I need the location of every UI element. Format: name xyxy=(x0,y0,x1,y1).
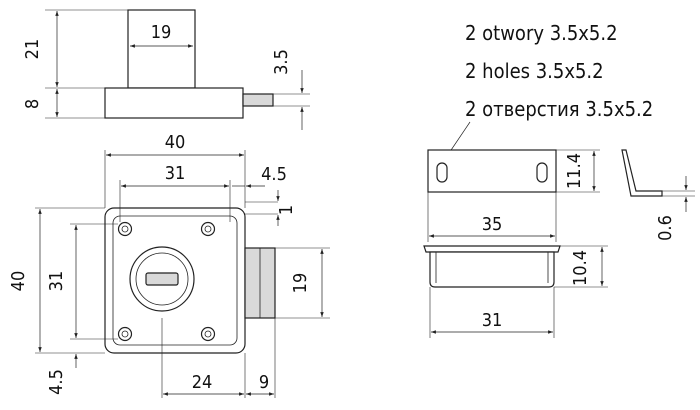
note-russian: 2 отверстия 3.5x5.2 xyxy=(465,97,653,121)
dim-label-overall-height: 40 xyxy=(8,271,29,292)
strike-plate xyxy=(427,149,557,193)
dim-label-body-height: 8 xyxy=(22,99,43,109)
angle-profile: 0.6 xyxy=(621,149,695,241)
plate-flange xyxy=(423,245,561,253)
cylinder-housing xyxy=(127,9,196,89)
dim-label-plate-thickness: 0.6 xyxy=(655,215,676,241)
note-polish: 2 otwory 3.5x5.2 xyxy=(465,21,618,45)
dim-label-plate-length: 35 xyxy=(482,214,503,235)
dim-label-backset: 24 xyxy=(192,372,213,393)
bolt-side xyxy=(242,93,274,107)
dim-label-hole-spacing-h: 31 xyxy=(46,271,67,292)
keyhole-icon xyxy=(145,272,179,286)
strike-plate-side: 10.4 31 xyxy=(423,245,608,338)
note-english: 2 holes 3.5x5.2 xyxy=(465,59,604,83)
lock-front-view: 40 31 4.5 1 40 31 4.5 19 xyxy=(8,132,330,398)
dim-label-bolt-depth: 9 xyxy=(259,372,269,393)
dim-label-top-width: 19 xyxy=(151,22,172,43)
dim-label-plate-inner-length: 31 xyxy=(482,310,503,331)
dim-label-plate-side-height: 10.4 xyxy=(570,250,591,286)
dim-label-gap: 1 xyxy=(276,205,297,215)
dim-label-bolt-dia: 3.5 xyxy=(271,49,292,75)
dim-label-offset: 4.5 xyxy=(261,164,287,185)
mounting-holes xyxy=(117,221,216,342)
lock-base xyxy=(104,87,244,119)
dim-label-bolt-width: 19 xyxy=(290,273,311,294)
plate-hole-left xyxy=(436,162,448,183)
lock-side-view: 19 21 8 3.5 xyxy=(22,9,310,130)
hole-notes: 2 otwory 3.5x5.2 2 holes 3.5x5.2 2 отвер… xyxy=(442,21,653,163)
plate-hole-right xyxy=(536,162,548,183)
dim-label-overall-width: 40 xyxy=(165,132,186,153)
dim-label-hole-spacing-w: 31 xyxy=(165,163,186,184)
dim-label-top-height: 21 xyxy=(22,39,43,60)
dim-label-plate-height: 11.4 xyxy=(564,153,585,189)
strike-plate-top: 11.4 35 xyxy=(427,149,600,242)
plate-box xyxy=(429,251,555,288)
plate-profile xyxy=(621,149,663,197)
dim-label-bottom-offset: 4.5 xyxy=(46,369,67,395)
